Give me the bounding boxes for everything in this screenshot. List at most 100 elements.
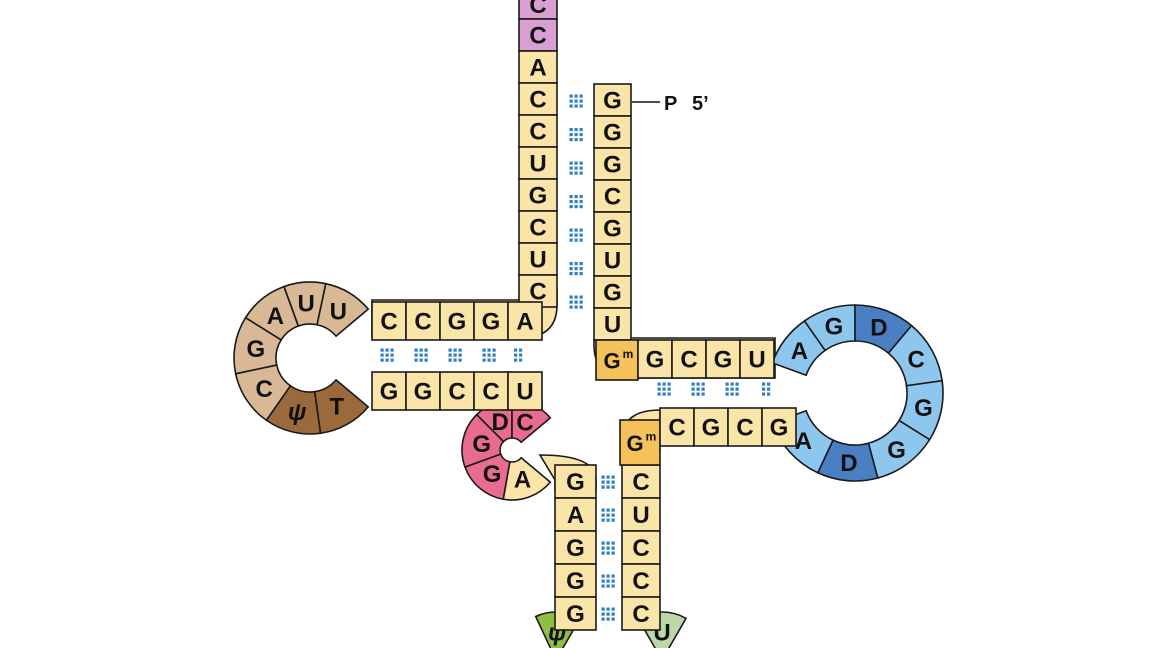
d-bulge-nt-segment xyxy=(461,413,505,469)
t-stem-pair-dot xyxy=(662,392,666,396)
modified-g-anticodon-box xyxy=(619,419,661,466)
acceptor-pair-dot xyxy=(579,267,583,271)
acceptor-pair-dot xyxy=(569,161,573,165)
d-stem-bottom-nt-box xyxy=(473,371,509,411)
acceptor-pair-dot xyxy=(574,161,578,165)
t-stem-pair xyxy=(691,382,705,396)
acceptor-pair-dot xyxy=(579,200,583,204)
acceptor3-nt-letter: A xyxy=(529,55,546,82)
t-stem-pair-dot xyxy=(767,392,771,396)
d-stem-pair-dot xyxy=(390,348,394,352)
acceptor-pair-dot xyxy=(579,233,583,237)
anticodon-left-nt: G xyxy=(554,464,597,499)
d-stem-pair xyxy=(448,348,462,362)
d-bulge-nt-segment xyxy=(502,456,552,501)
t-stem-bottom-nt: G xyxy=(693,407,729,447)
d-stem-top-nt-box xyxy=(507,301,543,341)
acceptor-pair-dot xyxy=(569,138,573,142)
modified-g-anticodon-letter: G xyxy=(626,431,643,456)
acceptor5-nt-letter: U xyxy=(604,248,621,275)
t-stem-top-nt-box xyxy=(739,339,775,379)
acceptor-pair-dot xyxy=(579,300,583,304)
anticodon-pair-dot xyxy=(606,546,610,550)
t-stem-top-nt: G xyxy=(705,339,741,379)
base-pair-bonds xyxy=(380,94,771,621)
acceptor3-nt: C xyxy=(518,114,558,148)
anticodon-pair-dot xyxy=(601,485,605,489)
anticodon-pair xyxy=(601,508,615,522)
d-stem-bottom-nt-letter: G xyxy=(414,379,433,406)
d-loop-nt-letter: A xyxy=(267,303,284,330)
t-stem-pair-dot xyxy=(735,387,739,391)
d-stem-pair-dot xyxy=(390,353,394,357)
anticodon-pair-dot xyxy=(611,480,615,484)
acceptor-pair-dot xyxy=(579,272,583,276)
anticodon-right-nt-letter: U xyxy=(632,502,649,529)
d-stem-bottom-nt-box xyxy=(371,371,407,411)
t-loop-nt: A xyxy=(771,319,827,377)
d-stem-pair-dot xyxy=(414,358,418,362)
t-loop-nt-letter: C xyxy=(908,347,925,374)
acceptor-pair-dot xyxy=(574,138,578,142)
d-stem-pair-dot xyxy=(482,353,486,357)
d-stem-top-nt: C xyxy=(371,301,407,341)
anticodon-pair-dot xyxy=(606,551,610,555)
anticodon-pair-dot xyxy=(601,579,605,583)
d-stem-pair-dot xyxy=(424,353,428,357)
d-loop-nt-segment xyxy=(265,384,322,435)
t-stem-top-nt-box xyxy=(637,339,673,379)
anticodon-pair-dot xyxy=(601,541,605,545)
t-stem-pair-dot xyxy=(701,387,705,391)
d-stem-pair-dot xyxy=(414,348,418,352)
d-stem-top-nt: G xyxy=(439,301,475,341)
d-stem-pair-dot xyxy=(519,353,523,357)
d-loop-nt-segment xyxy=(233,316,283,375)
anticodon-pair-dot xyxy=(611,612,615,616)
t-stem-pair-dot xyxy=(667,387,671,391)
d-loop-nt-segment xyxy=(313,378,370,435)
t-stem-bottom-nt-box xyxy=(761,407,797,447)
anticodon-pair-dot xyxy=(611,584,615,588)
anticodon-pair-dot xyxy=(606,475,610,479)
acceptor-pair-dot xyxy=(569,94,573,98)
d-loop-nt-segment xyxy=(234,364,292,422)
t-loop-nt: D xyxy=(816,439,879,482)
acceptor-pair-dot xyxy=(574,166,578,170)
t-loop-nt-letter: D xyxy=(870,315,887,342)
cca-nt-2: C xyxy=(518,18,558,52)
acceptor-pair-dot xyxy=(569,195,573,199)
d-stem-pair-dot xyxy=(492,348,496,352)
acceptor-pair-dot xyxy=(579,228,583,232)
acceptor5-nt: G xyxy=(593,211,632,245)
d-stem-pair-dot xyxy=(424,358,428,362)
acceptor-pair xyxy=(569,128,583,142)
t-stem-top-nt-letter: G xyxy=(714,347,733,374)
anticodon-pair-dot xyxy=(606,579,610,583)
d-loop-nt-letter: T xyxy=(329,394,344,421)
d-stem-pair-dot xyxy=(453,353,457,357)
acceptor-pair-dot xyxy=(569,305,573,309)
t-stem-pair-dot xyxy=(767,387,771,391)
d-stem-pair-dot xyxy=(424,348,428,352)
acceptor-pair-dot xyxy=(574,133,578,137)
t-stem-pair xyxy=(725,382,739,396)
t-stem-bottom-nt: C xyxy=(659,407,695,447)
d-stem-top-nt: G xyxy=(473,301,509,341)
acceptor-pair-dot xyxy=(574,272,578,276)
anticodon-pair-dot xyxy=(606,574,610,578)
acceptor-pair-dot xyxy=(574,300,578,304)
t-loop-nt: G xyxy=(867,419,931,479)
acceptor-pair-dot xyxy=(579,138,583,142)
t-stem-top-nt-letter: U xyxy=(748,347,765,374)
t-loop-nt-letter: G xyxy=(887,437,906,464)
anticodon-pair-dot xyxy=(611,551,615,555)
acceptor3-nt: G xyxy=(518,178,558,212)
acceptor-pair-dot xyxy=(569,238,573,242)
labels: P 5’ xyxy=(632,93,709,115)
acceptor-pair xyxy=(569,161,583,175)
anticodon-pair-dot xyxy=(606,518,610,522)
d-stem-bottom-nt: G xyxy=(371,371,407,411)
acceptor5-nt: U xyxy=(593,243,632,277)
anticodon-pair xyxy=(601,541,615,555)
acceptor-pair-dot xyxy=(569,128,573,132)
